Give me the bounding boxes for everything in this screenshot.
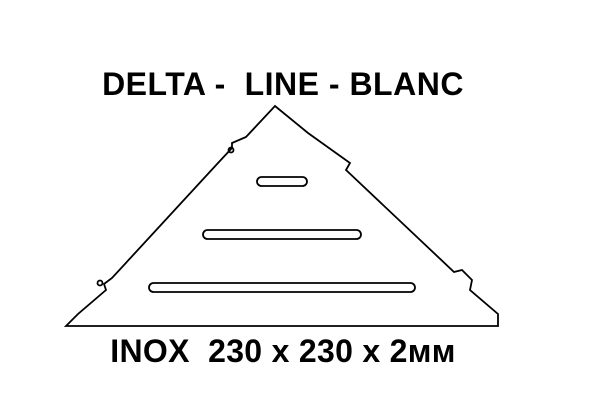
mounting-hole-left [96, 279, 104, 287]
slot-middle [202, 229, 362, 240]
material-dimensions: INOX 230 x 230 x 2мм [110, 333, 456, 369]
mounting-hole-top [227, 146, 235, 154]
product-title: DELTA - LINE - BLANC [102, 66, 464, 102]
shelf-outline [63, 104, 499, 327]
slot-top [256, 176, 308, 187]
slot-bottom [148, 282, 416, 293]
